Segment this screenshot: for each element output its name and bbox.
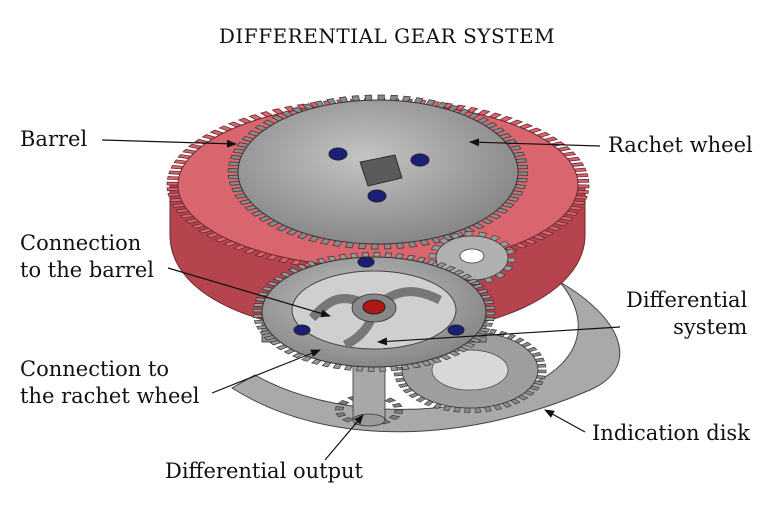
arrow-connection-barrel — [167, 267, 331, 318]
arrow-indication-disk — [544, 409, 586, 433]
rachet-wheel-teeth — [227, 94, 529, 250]
rachet-jewel-1 — [328, 147, 348, 161]
label-barrel: Barrel — [20, 127, 88, 151]
label-differential-system: Differential system — [626, 288, 748, 339]
differential-jewel-2 — [447, 324, 465, 336]
arrow-differential-output — [324, 414, 364, 461]
differential-center-jewel — [362, 299, 386, 315]
label-indication-disk: Indication disk — [592, 421, 750, 445]
differential-gear-teeth — [252, 252, 496, 372]
diagram-title: DIFFERENTIAL GEAR SYSTEM — [218, 24, 556, 48]
arrow-connection-rachet — [211, 349, 321, 394]
rachet-jewel-2 — [410, 153, 430, 167]
label-connection-barrel: Connection to the barrel — [20, 231, 155, 282]
arrow-barrel — [101, 139, 237, 148]
small-gear-hub — [459, 248, 485, 264]
label-connection-rachet: Connection to the rachet wheel — [20, 357, 200, 408]
label-differential-output: Differential output — [165, 459, 363, 483]
arrow-differential-system — [377, 326, 621, 346]
differential-jewel-1 — [357, 256, 375, 268]
rachet-jewel-3 — [367, 189, 387, 203]
label-rachet-wheel: Rachet wheel — [608, 133, 753, 157]
output-shaft-end — [352, 413, 386, 427]
rachet-wheel-square-arbor — [359, 154, 403, 187]
arrow-rachet-wheel — [469, 138, 601, 147]
indication-gear-hole — [431, 349, 509, 391]
differential-jewel-3 — [293, 324, 311, 336]
